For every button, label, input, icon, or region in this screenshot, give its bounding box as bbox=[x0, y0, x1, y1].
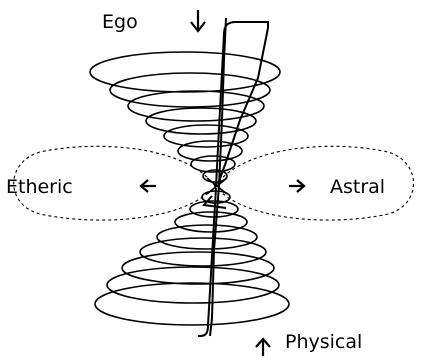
arrow-left-icon bbox=[141, 180, 156, 192]
arrow-right-icon bbox=[289, 180, 304, 192]
lower-ring bbox=[175, 212, 247, 232]
label-etheric: Etheric bbox=[6, 176, 73, 198]
lower-ring bbox=[95, 283, 289, 325]
label-astral: Astral bbox=[330, 176, 385, 198]
lower-ring bbox=[107, 267, 279, 303]
upper-ring bbox=[90, 52, 280, 92]
lower-ring bbox=[122, 252, 274, 284]
arrow-up-icon bbox=[256, 339, 270, 356]
label-physical: Physical bbox=[285, 331, 362, 353]
arrow-down-icon bbox=[191, 10, 205, 31]
upper-ring bbox=[110, 73, 270, 107]
lower-ring bbox=[157, 225, 257, 249]
lower-spiral bbox=[95, 191, 289, 325]
label-ego: Ego bbox=[102, 11, 138, 33]
